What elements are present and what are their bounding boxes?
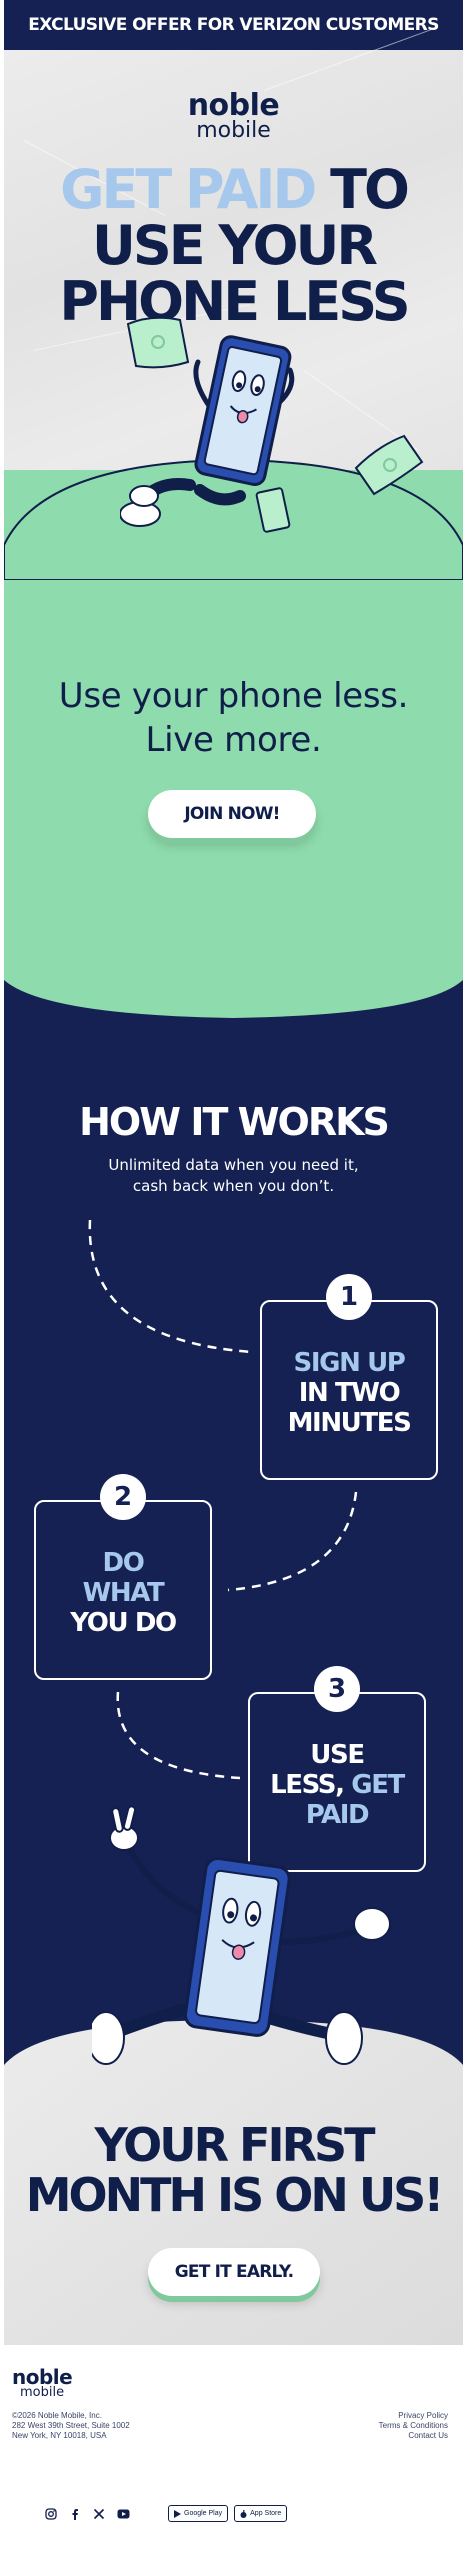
google-play-icon — [174, 2509, 181, 2518]
youtube-icon[interactable] — [116, 2507, 130, 2521]
app-store-badges: Google Play App Store — [168, 2505, 288, 2522]
footer-address-city: New York, NY 10018, USA — [12, 2431, 107, 2440]
social-links — [44, 2507, 130, 2521]
flying-cash-illustration — [126, 316, 190, 369]
step-2-line-2: WHAT — [82, 1578, 165, 1608]
step-1-line-1: SIGN UP — [293, 1348, 406, 1378]
contact-us-link[interactable]: Contact Us — [408, 2431, 448, 2440]
hero-headline-to: TO — [314, 158, 410, 221]
google-play-label: Google Play — [184, 2510, 223, 2517]
step-3-line-3: PAID — [305, 1800, 370, 1830]
first-month-headline-2: MONTH IS ON US! — [25, 2168, 445, 2222]
step-2-line-1: DO — [102, 1548, 145, 1578]
paper-dome-bottom — [4, 2020, 463, 2345]
step-3-line-1: USE — [310, 1740, 365, 1770]
hero-headline-accent: GET PAID — [60, 158, 317, 221]
hero-headline-line-2: USE YOUR — [92, 214, 378, 277]
first-month-section: YOUR FIRST MONTH IS ON US! GET IT EARLY. — [4, 2020, 463, 2345]
flying-cash-illustration — [354, 434, 424, 496]
footer: noble mobile ©2026 Noble Mobile, Inc. 28… — [0, 2345, 467, 2560]
step-3-number-badge: 3 — [314, 1666, 360, 1712]
first-month-headline-1: YOUR FIRST — [94, 2118, 375, 2172]
google-play-badge[interactable]: Google Play — [168, 2505, 229, 2522]
footer-copyright: ©2026 Noble Mobile, Inc. — [12, 2411, 102, 2420]
offer-banner: EXCLUSIVE OFFER FOR VERIZON CUSTOMERS — [4, 0, 463, 50]
step-1-line-2: IN TWO — [298, 1378, 401, 1408]
instagram-icon[interactable] — [44, 2507, 58, 2521]
green-tagline-line-1: Use your phone less. — [58, 676, 409, 716]
step-2-card: DO WHAT YOU DO — [34, 1500, 212, 1680]
footer-address-street: 282 West 39th Street, Suite 1002 — [12, 2421, 130, 2430]
dashed-connector-paths — [88, 1219, 358, 1780]
join-now-button[interactable]: JOIN NOW! — [148, 790, 316, 838]
step-3-line-2: LESS, GET — [250, 1770, 424, 1800]
app-store-badge[interactable]: App Store — [234, 2505, 288, 2522]
brand-logo-noble[interactable]: noble — [187, 88, 280, 123]
privacy-policy-link[interactable]: Privacy Policy — [398, 2411, 448, 2420]
how-it-works-title: HOW IT WORKS — [79, 1100, 390, 1144]
phone-mascot-celebrating-illustration — [92, 1805, 391, 2065]
how-it-works-subtitle-1: Unlimited data when you need it, — [108, 1156, 359, 1174]
brand-logo-mobile[interactable]: mobile — [196, 118, 271, 143]
facebook-icon[interactable] — [68, 2507, 82, 2521]
x-icon[interactable] — [92, 2507, 106, 2521]
app-store-label: App Store — [250, 2510, 282, 2517]
how-it-works-subtitle-2: cash back when you don’t. — [132, 1177, 335, 1195]
hero-headline-line-1: GET PAID TO — [4, 162, 463, 218]
step-1-card: SIGN UP IN TWO MINUTES — [260, 1300, 438, 1480]
offer-banner-text: EXCLUSIVE OFFER FOR VERIZON CUSTOMERS — [28, 15, 439, 35]
get-it-early-button[interactable]: GET IT EARLY. — [148, 2248, 320, 2296]
step-2-number-badge: 2 — [100, 1474, 146, 1520]
green-tagline-line-2: Live more. — [145, 720, 322, 760]
footer-logo-noble[interactable]: noble — [12, 2365, 73, 2389]
step-1-line-3: MINUTES — [287, 1408, 412, 1438]
footer-logo-mobile[interactable]: mobile — [20, 2385, 65, 2400]
email-body: EXCLUSIVE OFFER FOR VERIZON CUSTOMERS no… — [4, 0, 463, 2345]
apple-icon — [240, 2509, 247, 2518]
green-dome-bottom — [4, 940, 463, 1018]
step-2-line-3: YOU DO — [70, 1608, 177, 1638]
terms-conditions-link[interactable]: Terms & Conditions — [378, 2421, 448, 2430]
hero-headline-line-3: PHONE LESS — [59, 270, 410, 333]
step-3-card: USE LESS, GET PAID — [248, 1692, 426, 1872]
step-1-number-badge: 1 — [326, 1274, 372, 1320]
step-3-line-2-blue: GET — [351, 1770, 405, 1800]
phone-mascot-lounging-illustration — [120, 335, 295, 533]
step-3-line-2-white: LESS, — [270, 1770, 352, 1800]
